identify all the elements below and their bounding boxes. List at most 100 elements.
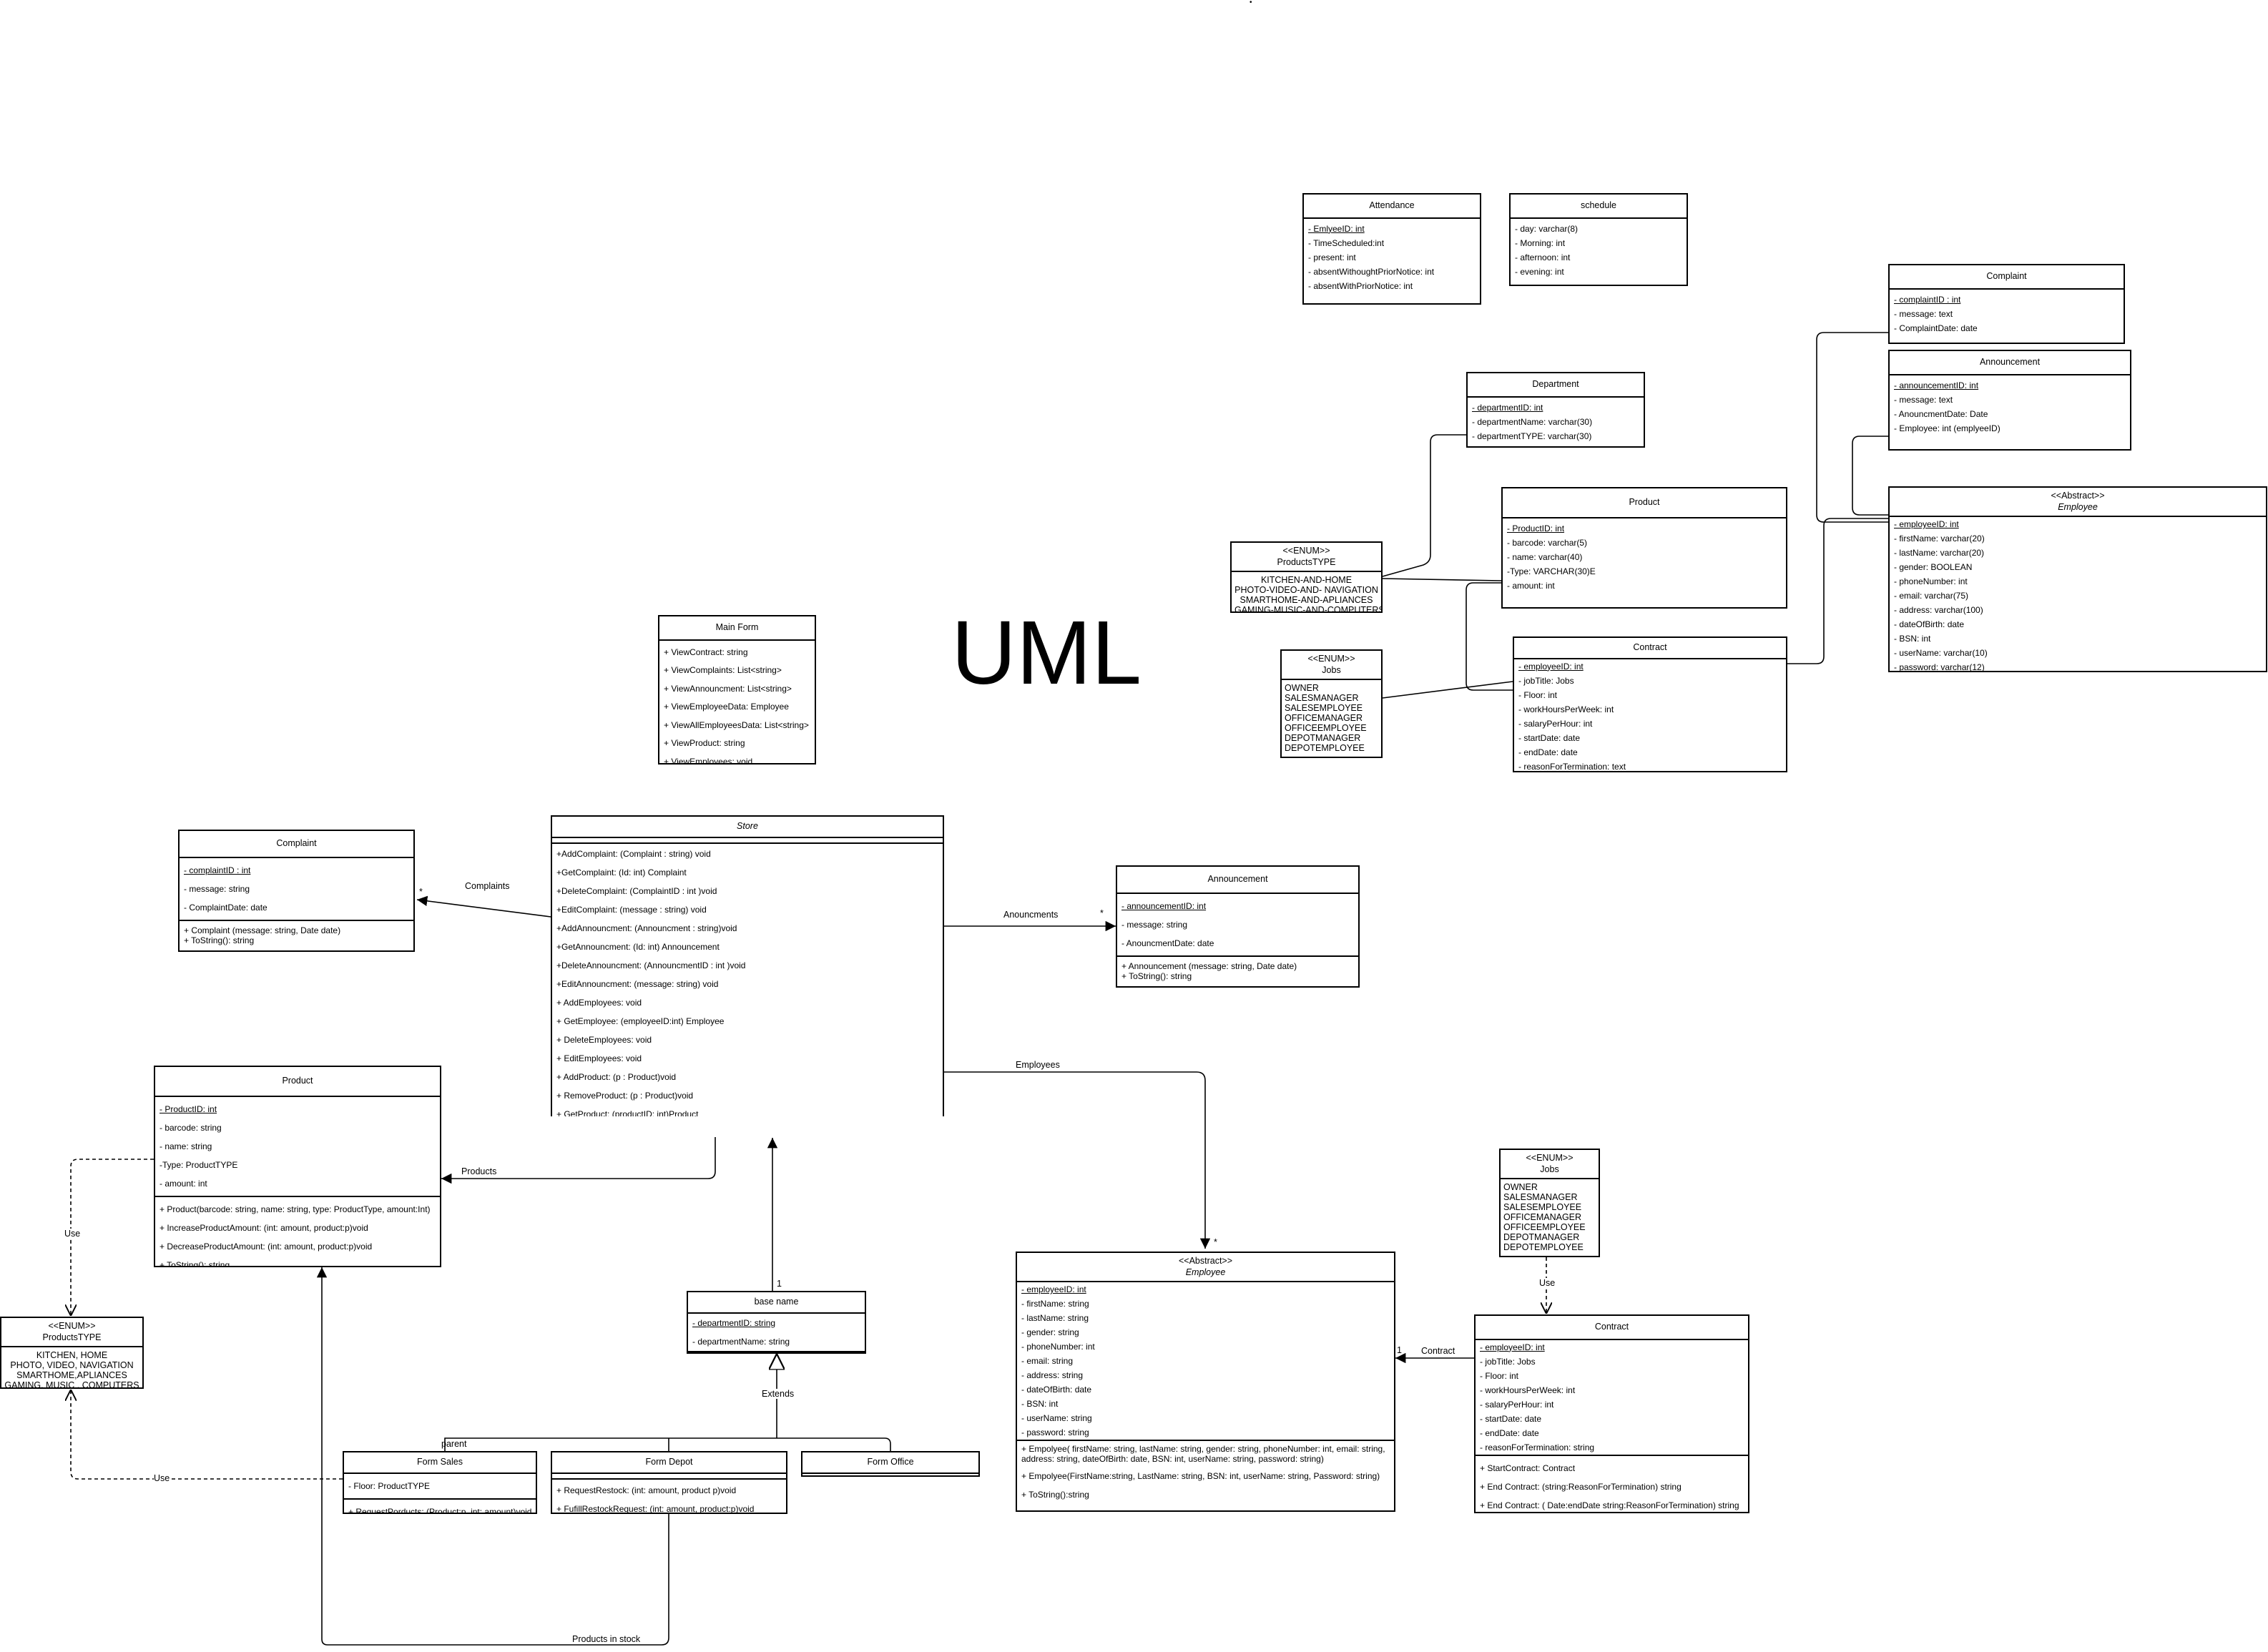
attribute: - endDate: date — [1480, 1427, 1539, 1438]
employee-class-bottom[interactable]: <<Abstract>> Employee - employeeID: int … — [1016, 1252, 1395, 1512]
operation: +EditAnnouncment: (message: string) void — [556, 978, 719, 989]
label-extends: Extends — [762, 1389, 795, 1399]
attribute: - jobTitle: Jobs — [1518, 675, 1574, 686]
attribute: - departmentID: string — [692, 1317, 776, 1328]
stereotype: <<ENUM>> — [48, 1321, 96, 1331]
attribute: - address: string — [1021, 1370, 1084, 1381]
link-complaint-employee — [1816, 332, 1888, 523]
stereotype: <<ENUM>> — [1526, 1153, 1574, 1163]
enum-value: DEPOTEMPLOYEE — [1285, 743, 1365, 754]
multiplicity-base: 1 — [777, 1279, 782, 1289]
announcement-class-top[interactable]: Announcement - announcementID: int - mes… — [1888, 350, 2131, 451]
top-dot: • — [1250, 0, 1252, 6]
operation: +AddComplaint: (Complaint : string) void — [556, 848, 711, 859]
class-header: <<Abstract>> Employee — [1890, 488, 2266, 518]
contract-class-bottom[interactable]: Contract - employeeID: int - jobTitle: J… — [1474, 1314, 1749, 1513]
department-class[interactable]: Department - departmentID: int - departm… — [1466, 372, 1645, 448]
enum-value: SALESMANAGER — [1285, 693, 1359, 704]
class-title: Complaint — [1890, 265, 2124, 290]
multiplicity-employees: * — [1214, 1237, 1217, 1247]
enum-value: DEPOTMANAGER — [1285, 733, 1361, 744]
attribute: - afternoon: int — [1515, 252, 1571, 262]
class-title: Employee — [2058, 501, 2098, 512]
productstype-enum-bottom[interactable]: <<ENUM>> ProductsTYPE KITCHEN, HOME PHOT… — [0, 1317, 144, 1389]
main-form-class[interactable]: Main Form + ViewContract: string + ViewC… — [658, 615, 816, 764]
announcement-class-bottom[interactable]: Announcement - announcementID: int - mes… — [1116, 865, 1360, 988]
attribute: - employeeID: int — [1518, 661, 1584, 672]
complaint-class-bottom[interactable]: Complaint - complaintID : int - message:… — [178, 830, 415, 952]
attribute: - password: string — [1021, 1427, 1089, 1438]
enum-title: Jobs — [1540, 1164, 1559, 1174]
productstype-enum-top[interactable]: <<ENUM>> ProductsTYPE KITCHEN-AND-HOME P… — [1230, 541, 1383, 613]
class-title: Store — [552, 817, 943, 838]
attribute: - gender: BOOLEAN — [1894, 562, 1973, 573]
attribute: - address: varchar(100) — [1894, 605, 1983, 616]
label-use-jobs: Use — [1539, 1278, 1556, 1288]
class-title: Form Sales — [344, 1452, 536, 1474]
operation: + AddEmployees: void — [556, 997, 642, 1008]
class-title: Form Office — [802, 1452, 978, 1474]
enum-value: OFFICEEMPLOYEE — [1503, 1222, 1586, 1233]
attribute: - departmentName: string — [692, 1336, 790, 1347]
class-title: Contract — [1514, 638, 1786, 659]
enum-header: <<ENUM>> ProductsTYPE — [1, 1318, 142, 1348]
enum-value: KITCHEN, HOME — [36, 1350, 108, 1361]
attendance-class[interactable]: Attendance - EmlyeeID: int - TimeSchedul… — [1302, 193, 1481, 305]
operation: + ViewAllEmployeesData: List<string> — [664, 719, 809, 730]
jobs-enum-bottom[interactable]: <<ENUM>> Jobs OWNER SALESMANAGER SALESEM… — [1499, 1149, 1600, 1257]
stereotype: <<Abstract>> — [1178, 1256, 1233, 1266]
enum-header: <<ENUM>> Jobs — [1282, 651, 1381, 681]
attribute: - salaryPerHour: int — [1480, 1399, 1554, 1410]
class-title: Complaint — [180, 831, 413, 858]
attribute: - complaintID : int — [1894, 294, 1961, 305]
operation: + RequestPorducts: (Product:p, int: amou… — [348, 1506, 532, 1514]
stereotype: <<ENUM>> — [1282, 546, 1330, 556]
attribute: - name: varchar(40) — [1507, 551, 1583, 562]
enum-title: Jobs — [1322, 664, 1341, 675]
label-use-product: Use — [64, 1229, 81, 1239]
product-class-top[interactable]: Product - ProductID: int - barcode: varc… — [1501, 487, 1787, 609]
store-class[interactable]: Store +AddComplaint: (Complaint : string… — [551, 815, 944, 1116]
stereotype: <<Abstract>> — [2051, 491, 2105, 501]
attribute: - name: string — [159, 1141, 212, 1151]
enum-values: OWNER SALESMANAGER SALESEMPLOYEE OFFICEM… — [1282, 680, 1381, 756]
attribute: - reasonForTermination: string — [1480, 1442, 1595, 1452]
enum-value: SALESEMPLOYEE — [1503, 1202, 1582, 1213]
form-sales-class[interactable]: Form Sales - Floor: ProductTYPE + Reques… — [343, 1451, 537, 1514]
operation: +DeleteComplaint: (ComplaintID : int )vo… — [556, 885, 717, 896]
attribute: - ProductID: int — [159, 1103, 217, 1114]
product-class-bottom[interactable]: Product - ProductID: int - barcode: stri… — [154, 1066, 441, 1267]
attribute: - announcementID: int — [1121, 900, 1207, 911]
attribute: - ComplaintDate: date — [1894, 323, 1978, 333]
base-name-class[interactable]: base name - departmentID: string - depar… — [687, 1291, 866, 1354]
contract-class-top[interactable]: Contract - employeeID: int - jobTitle: J… — [1513, 636, 1787, 772]
schedule-class[interactable]: schedule - day: varchar(8) - Morning: in… — [1509, 193, 1688, 286]
assoc-store-complaint — [416, 895, 551, 918]
enum-value: PHOTO-VIDEO-AND- NAVIGATION — [1234, 585, 1378, 596]
jobs-enum-top[interactable]: <<ENUM>> Jobs OWNER SALESMANAGER SALESEM… — [1280, 649, 1383, 758]
operation: + FufillRestockRequest: (int: amount, pr… — [556, 1503, 755, 1514]
diagram-title: UML — [951, 602, 1142, 703]
enum-value: OFFICEEMPLOYEE — [1285, 723, 1367, 734]
attribute: - AnouncmentDate: date — [1121, 938, 1214, 948]
enum-value: DEPOTMANAGER — [1503, 1232, 1580, 1243]
attribute: - barcode: varchar(5) — [1507, 537, 1588, 548]
attribute: - startDate: date — [1518, 732, 1581, 743]
complaint-class-top[interactable]: Complaint - complaintID : int - message:… — [1888, 264, 2125, 344]
employee-class-top[interactable]: <<Abstract>> Employee - employeeID: int … — [1888, 486, 2267, 672]
attribute: - departmentName: varchar(30) — [1472, 416, 1593, 427]
form-office-class[interactable]: Form Office — [801, 1451, 980, 1477]
label-products-in-stock: Products in stock — [572, 1634, 641, 1644]
multiplicity-contract: 1 — [1397, 1345, 1402, 1355]
attribute: - lastName: varchar(20) — [1894, 548, 1985, 559]
enum-values: KITCHEN-AND-HOME PHOTO-VIDEO-AND- NAVIGA… — [1232, 572, 1381, 611]
multiplicity-complaints: * — [419, 887, 423, 897]
attribute: - BSN: int — [1021, 1399, 1059, 1410]
attribute: - jobTitle: Jobs — [1480, 1356, 1536, 1367]
attribute: - Floor: int — [1480, 1370, 1519, 1381]
enum-value: KITCHEN-AND-HOME — [1260, 575, 1353, 586]
operation: + ViewEmployees: void — [664, 756, 753, 764]
form-depot-class[interactable]: Form Depot + RequestRestock: (int: amoun… — [551, 1451, 787, 1514]
